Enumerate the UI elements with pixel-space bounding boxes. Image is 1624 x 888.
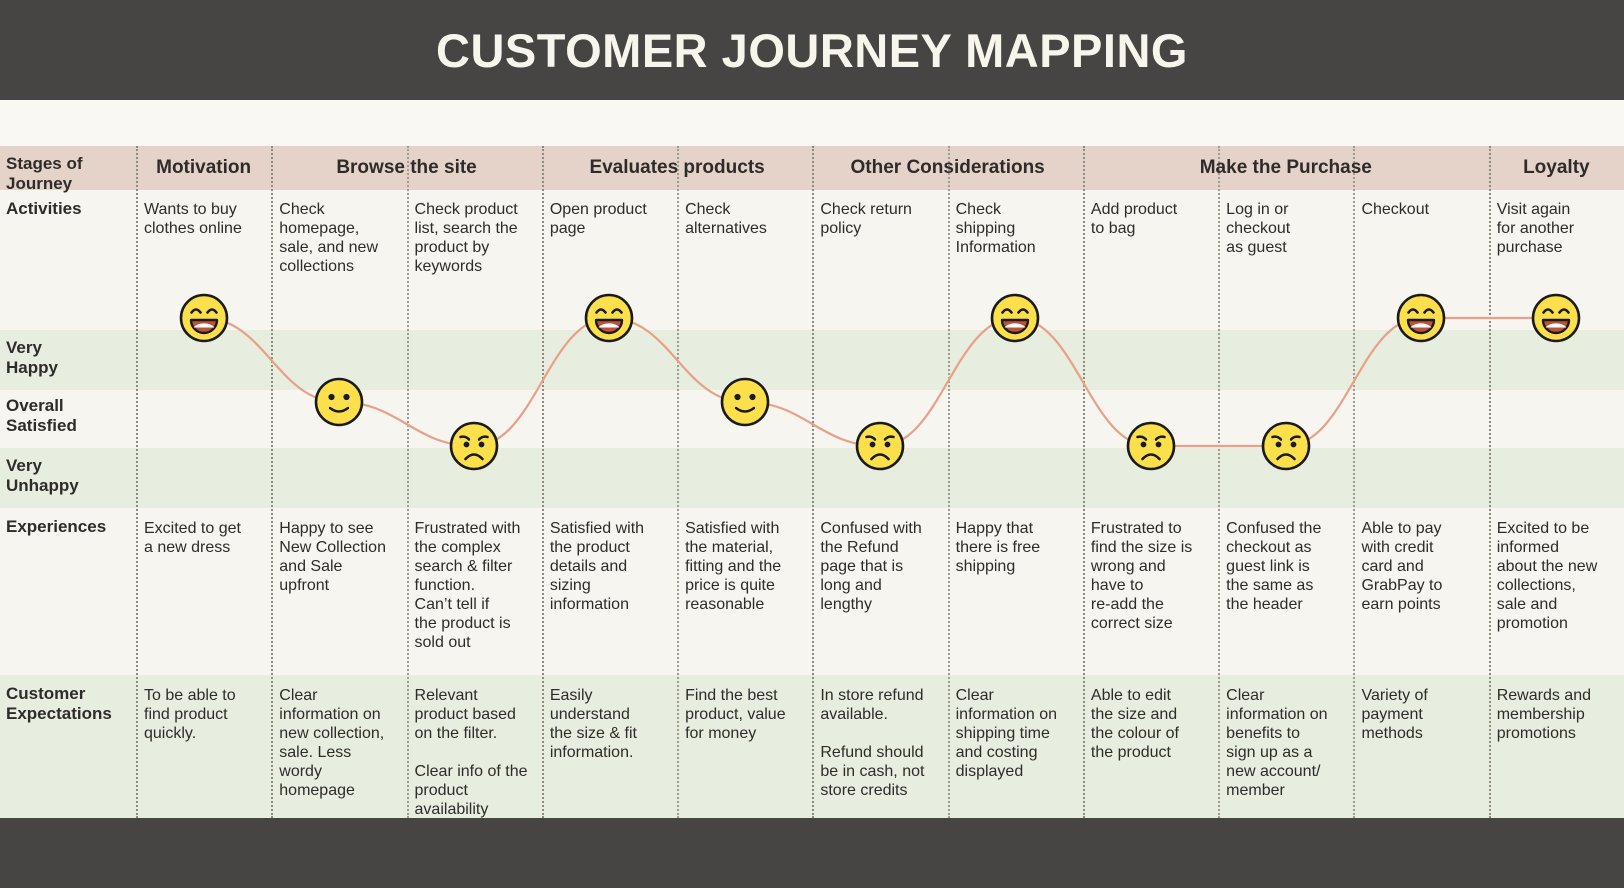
row-band-expectations: [0, 675, 1624, 818]
column-divider: [812, 146, 815, 818]
column-divider: [1218, 146, 1221, 818]
column-divider: [677, 146, 680, 818]
row-label-customer-expectations: Customer Expectations: [6, 684, 112, 724]
stage-header-5[interactable]: Loyalty: [1523, 157, 1590, 178]
experience-cell-10: Excited to be informed about the new col…: [1496, 520, 1598, 633]
row-label-stages: Stages of Journey: [6, 154, 83, 194]
experience-cell-6: Happy that there is free shipping: [955, 520, 1041, 576]
expectation-cell-4: Find the best product, value for money: [685, 687, 786, 743]
activity-cell-7: Add product to bag: [1090, 201, 1178, 238]
column-divider: [1353, 146, 1356, 818]
activity-cell-10: Visit again for another purchase: [1496, 201, 1575, 257]
activity-cell-6: Check shipping Information: [955, 201, 1036, 257]
experience-cell-9: Able to pay with credit card and GrabPay…: [1361, 520, 1443, 614]
laughing-face-3: [583, 292, 635, 344]
stage-header-3[interactable]: Other Considerations: [850, 157, 1045, 178]
row-label-very-unhappy: Very Unhappy: [6, 456, 79, 496]
expectation-cell-3: Easily understand the size & fit informa…: [549, 687, 637, 762]
activity-cell-9: Checkout: [1361, 201, 1430, 218]
stage-header-2[interactable]: Evaluates products: [589, 157, 765, 178]
laughing-face-0: [178, 292, 230, 344]
expectation-cell-9: Variety of payment methods: [1361, 687, 1428, 743]
sad-face-8: [1260, 420, 1312, 472]
activity-cell-4: Check alternatives: [685, 201, 767, 238]
column-divider: [1488, 146, 1491, 818]
expectation-cell-1: Clear information on new collection, sal…: [279, 687, 385, 800]
row-band-overall-satisfied: [0, 390, 1624, 448]
activity-cell-2: Check product list, search the product b…: [414, 201, 518, 276]
experience-cell-3: Satisfied with the product details and s…: [549, 520, 645, 614]
row-band-stages: [0, 146, 1624, 190]
expectation-cell-6: Clear information on shipping time and c…: [955, 687, 1058, 781]
activity-cell-3: Open product page: [549, 201, 647, 238]
experience-cell-4: Satisfied with the material, fitting and…: [685, 520, 782, 614]
activity-cell-1: Check homepage, sale, and new collection…: [279, 201, 378, 276]
expectation-cell-5: In store refund available. Refund should…: [820, 687, 925, 800]
column-divider: [136, 146, 138, 818]
neutral-face-4: [719, 376, 771, 428]
page-footer-bar: [0, 818, 1624, 888]
experience-cell-7: Frustrated to find the size is wrong and…: [1090, 520, 1193, 633]
row-label-very-happy: Very Happy: [6, 338, 58, 378]
journey-grid: [0, 146, 1624, 818]
page-header-bar: CUSTOMER JOURNEY MAPPING: [0, 0, 1624, 100]
stage-header-4[interactable]: Make the Purchase: [1199, 157, 1372, 178]
experience-cell-8: Confused the checkout as guest link is t…: [1226, 520, 1322, 614]
activity-cell-8: Log in or checkout as guest: [1226, 201, 1291, 257]
column-divider: [271, 146, 274, 818]
expectation-cell-2: Relevant product based on the filter. Cl…: [414, 687, 528, 819]
experience-cell-1: Happy to see New Collection and Sale upf…: [279, 520, 386, 595]
row-band-experiences: [0, 508, 1624, 675]
activity-cell-0: Wants to buy clothes online: [144, 201, 242, 238]
row-band-very-unhappy: [0, 448, 1624, 508]
expectation-cell-0: To be able to find product quickly.: [144, 687, 236, 743]
column-divider: [406, 146, 409, 818]
sad-face-7: [1125, 420, 1177, 472]
activity-cell-5: Check return policy: [820, 201, 912, 238]
row-label-activities: Activities: [6, 199, 82, 218]
neutral-face-1: [313, 376, 365, 428]
sad-face-5: [854, 420, 906, 472]
expectation-cell-10: Rewards and membership promotions: [1496, 687, 1591, 743]
row-band-activities: [0, 190, 1624, 330]
experience-cell-5: Confused with the Refund page that is lo…: [820, 520, 922, 614]
laughing-face-9: [1395, 292, 1447, 344]
stage-header-1[interactable]: Browse the site: [336, 157, 477, 178]
column-divider: [1082, 146, 1085, 818]
sad-face-2: [448, 420, 500, 472]
column-divider: [541, 146, 544, 818]
row-label-overall-satisfied: Overall Satisfied: [6, 396, 77, 436]
column-divider: [947, 146, 950, 818]
expectation-cell-8: Clear information on benefits to sign up…: [1226, 687, 1328, 800]
row-label-experiences: Experiences: [6, 517, 107, 536]
experience-cell-0: Excited to get a new dress: [144, 520, 241, 557]
stage-header-0[interactable]: Motivation: [156, 157, 252, 178]
laughing-face-6: [989, 292, 1041, 344]
expectation-cell-7: Able to edit the size and the colour of …: [1090, 687, 1179, 762]
experience-cell-2: Frustrated with the complex search & fil…: [414, 520, 521, 652]
page-title: CUSTOMER JOURNEY MAPPING: [436, 23, 1188, 77]
laughing-face-10: [1530, 292, 1582, 344]
